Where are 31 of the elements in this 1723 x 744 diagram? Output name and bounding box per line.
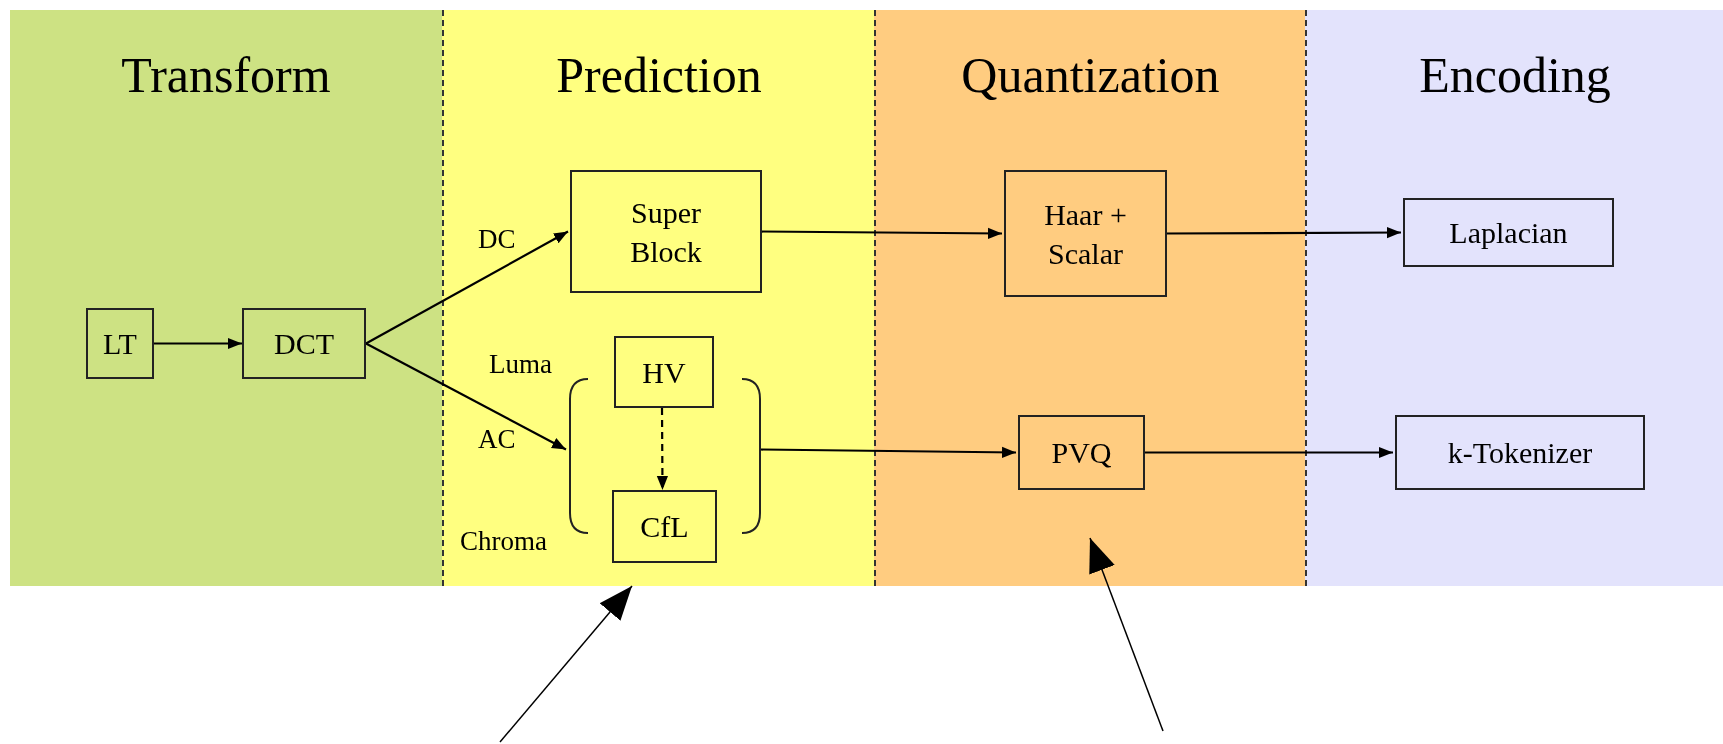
stage-title: Prediction xyxy=(555,48,763,103)
process-box: HV xyxy=(614,336,714,408)
pointer-arrow xyxy=(1089,537,1164,732)
process-box: Super Block xyxy=(570,170,762,293)
process-box: Laplacian xyxy=(1403,198,1614,267)
process-box: CfL xyxy=(612,490,717,563)
pointer-arrow xyxy=(499,585,633,743)
process-box: Haar + Scalar xyxy=(1004,170,1167,297)
arrow xyxy=(760,227,1002,239)
arrow xyxy=(365,230,569,345)
side-label: Luma xyxy=(489,350,552,380)
arrow xyxy=(1165,226,1401,239)
arrow xyxy=(1143,446,1393,459)
stage-band xyxy=(874,10,1305,586)
process-box: k-Tokenizer xyxy=(1395,415,1645,490)
stage-title: Quantization xyxy=(960,48,1221,103)
stage-band xyxy=(442,10,874,586)
arrow xyxy=(760,446,1016,458)
process-box: DCT xyxy=(242,308,366,379)
stage-band xyxy=(1305,10,1723,586)
arrow xyxy=(154,337,242,350)
process-box: PVQ xyxy=(1018,415,1145,490)
stage-title: Encoding xyxy=(1418,48,1612,103)
stage-band xyxy=(10,10,442,586)
edge-label: AC xyxy=(478,425,516,455)
edge-label: DC xyxy=(478,225,516,255)
arrow xyxy=(656,408,668,490)
arrow xyxy=(365,342,567,451)
stage-title: Transform xyxy=(120,48,332,103)
side-label: Chroma xyxy=(460,527,547,557)
process-box: LT xyxy=(86,308,154,379)
